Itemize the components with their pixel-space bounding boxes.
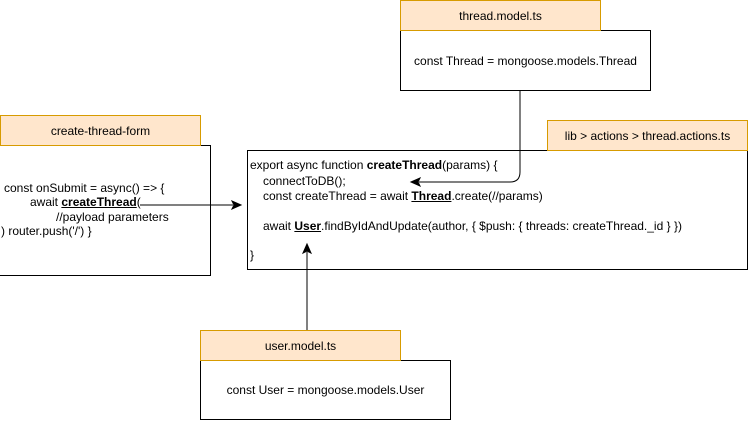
form-line-4: ) router.push('/') } <box>1 224 92 238</box>
actions-line-3-prefix: const createThread = await <box>263 189 412 203</box>
thread-model-tag: thread.model.ts <box>400 0 601 31</box>
actions-line-2: connectToDB(); <box>263 174 346 188</box>
actions-line-4: await User.findByIdAndUpdate(author, { $… <box>263 219 682 233</box>
thread-model-tag-label: thread.model.ts <box>459 8 542 23</box>
user-model-tag-label: user.model.ts <box>264 338 337 353</box>
thread-actions-tag: lib > actions > thread.actions.ts <box>547 120 748 151</box>
form-line-2-suffix: ( <box>136 195 141 209</box>
actions-line-1: export async function createThread(param… <box>250 158 497 172</box>
user-model-tag: user.model.ts <box>200 330 401 361</box>
form-line-2-fn: createThread <box>61 195 137 209</box>
actions-line-3-model: Thread <box>411 189 452 203</box>
actions-line-3-suffix: .create(//params) <box>451 189 543 203</box>
user-model-box: const User = mongoose.models.User <box>200 360 451 420</box>
actions-line-4-model: User <box>294 219 322 233</box>
thread-actions-box: export async function createThread(param… <box>247 150 748 270</box>
actions-line-1-prefix: export async function <box>250 158 367 172</box>
thread-model-box: const Thread = mongoose.models.Thread <box>400 30 651 91</box>
actions-line-1-suffix: (params) { <box>442 158 498 172</box>
form-line-1: const onSubmit = async() => { <box>4 181 165 195</box>
form-line-2: await createThread( <box>30 195 141 209</box>
actions-line-4-suffix: .findByIdAndUpdate(author, { $push: { th… <box>321 219 682 233</box>
edge-form-to-actions-arrowhead <box>230 199 243 211</box>
actions-line-5: } <box>250 248 255 262</box>
actions-line-1-fn: createThread <box>366 158 443 172</box>
actions-line-3: const createThread = await Thread.create… <box>263 189 543 203</box>
thread-model-code: const Thread = mongoose.models.Thread <box>414 53 637 68</box>
create-thread-form-tag: create-thread-form <box>0 115 201 146</box>
create-thread-form-tag-label: create-thread-form <box>50 123 151 138</box>
form-line-3: //payload parameters <box>56 210 169 224</box>
form-line-2-prefix: await <box>30 195 62 209</box>
user-model-code: const User = mongoose.models.User <box>226 383 425 397</box>
create-thread-form-box: const onSubmit = async() => { await crea… <box>0 145 211 276</box>
thread-actions-tag-label: lib > actions > thread.actions.ts <box>564 128 731 143</box>
actions-line-4-prefix: await <box>263 219 295 233</box>
